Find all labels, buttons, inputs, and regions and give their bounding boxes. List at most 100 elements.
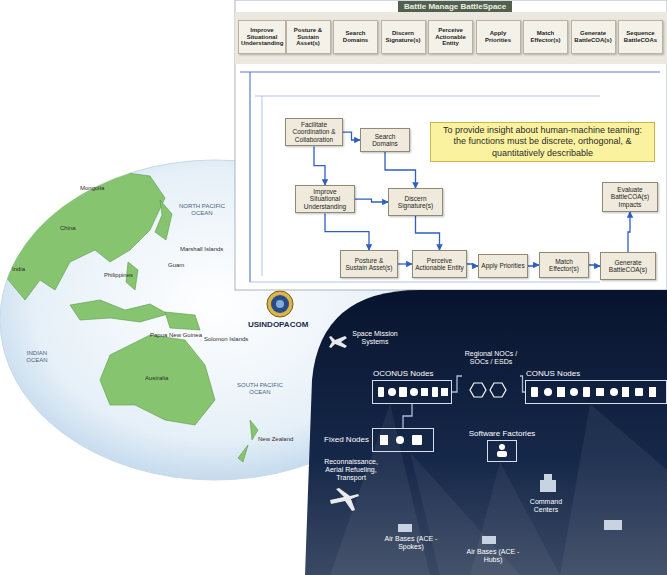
function-box: Search Domains xyxy=(333,20,378,54)
node-heading: Software Factories xyxy=(469,429,536,438)
function-diagram-panel-part xyxy=(250,282,600,283)
command-emblem-part xyxy=(271,295,289,313)
conus-icons-part xyxy=(635,388,643,396)
node-text: Posture & Sustain Asset(s) xyxy=(343,257,395,272)
map-land-part xyxy=(250,420,258,440)
map-label: Philippines xyxy=(104,272,133,278)
function-box: Generate BattleCOA(s) xyxy=(600,252,656,280)
conus-icons-part xyxy=(596,388,604,396)
fixed-node-icons-part xyxy=(412,435,422,445)
function-box: Discern Signature(s) xyxy=(388,188,443,216)
function-diagram-panel-part xyxy=(255,96,600,97)
network-label: Command Centers xyxy=(520,498,572,514)
node-heading: Fixed Nodes xyxy=(324,435,369,444)
node-text: Search Domains xyxy=(363,133,407,148)
flow-arrow xyxy=(416,216,440,250)
callout-note: To provide insight about human-machine t… xyxy=(430,122,655,162)
fixed-node-icons-part xyxy=(380,435,388,445)
software-factory-icon-part xyxy=(497,451,507,457)
conus-icons-part xyxy=(557,387,565,397)
flow-arrow xyxy=(398,263,412,264)
map-land-part xyxy=(0,168,165,300)
map-land xyxy=(0,168,258,462)
oconus-icons-part xyxy=(378,387,384,397)
node-text: Discern Signature(s) xyxy=(384,30,423,44)
map-land-part xyxy=(100,335,215,425)
software-factory-icon-part xyxy=(499,444,505,450)
flow-arrow xyxy=(628,212,630,252)
network-hub: Regional NOCs / SOCs / ESDs xyxy=(462,350,520,402)
function-box: Posture & Sustain Asset(s) xyxy=(286,20,331,54)
function-diagram-panel-part xyxy=(240,71,660,72)
function-box: Discern Signature(s) xyxy=(381,20,426,54)
regional-hexagons-part xyxy=(490,383,506,397)
node-text: Posture & Sustain Asset(s) xyxy=(289,27,328,48)
flow-arrow xyxy=(385,152,416,188)
ground-icons-part xyxy=(604,520,622,530)
map-label: Australia xyxy=(145,375,168,381)
node-text: Generate BattleCOA(s) xyxy=(574,30,613,44)
conus-icons xyxy=(531,387,656,397)
flow-arrow xyxy=(467,264,478,266)
node-text: Search Domains xyxy=(336,30,375,44)
conus-icons-part xyxy=(544,388,552,396)
flow-arrow xyxy=(343,132,360,140)
map-label: Solomon Islands xyxy=(204,336,248,342)
ground-icons-part xyxy=(482,536,496,544)
diagram-title: Battle Manage BattleSpace xyxy=(398,1,512,12)
function-box: Apply Priorities xyxy=(476,20,521,54)
node-text: Apply Priorities xyxy=(479,30,518,44)
map-label: Guam xyxy=(168,262,184,268)
command-name: USINDOPACOM xyxy=(248,320,308,329)
network-label: Air Bases (ACE - Spokes) xyxy=(380,535,442,551)
flow-arrow xyxy=(589,265,600,266)
node-text: Apply Priorities xyxy=(481,262,525,269)
function-diagram-panel-part xyxy=(235,12,667,64)
flow-arrow xyxy=(314,146,325,185)
function-box: Perceive Actionable Entity xyxy=(412,250,467,278)
network-label: Space Mission Systems xyxy=(350,330,400,346)
node-text: To provide insight about human-machine t… xyxy=(437,125,648,159)
map-land-part xyxy=(238,445,248,462)
fixed-node-icons xyxy=(380,435,422,445)
function-box: Posture & Sustain Asset(s) xyxy=(340,250,398,278)
function-box: Evaluate BattleCOA(s) Impacts xyxy=(602,182,658,212)
conus-icons-part xyxy=(531,387,538,397)
map-label: Papua New Guinea xyxy=(150,332,202,338)
flow-arrow xyxy=(355,199,388,202)
node-heading: OCONUS Nodes xyxy=(373,369,433,378)
network-node-box: CONUS Nodes xyxy=(525,380,667,404)
command-emblem-part xyxy=(276,300,284,308)
map-label: China xyxy=(60,225,76,231)
function-box: Search Domains xyxy=(360,128,410,152)
conus-icons-part xyxy=(649,387,656,397)
ground-icons-part xyxy=(544,474,552,480)
node-text: Generate BattleCOA(s) xyxy=(603,259,653,274)
function-box: Improve Situational Understanding xyxy=(238,20,286,54)
map-label: New Zealand xyxy=(258,436,293,442)
node-text: Discern Signature(s) xyxy=(391,195,440,210)
node-text: Improve Situational Understanding xyxy=(241,27,283,48)
map-land-part xyxy=(165,312,200,330)
network-panel xyxy=(305,290,667,575)
aircraft-icons-part xyxy=(330,488,359,511)
map-label: Mongolia xyxy=(80,185,104,191)
network-label: Air Bases (ACE - Hubs) xyxy=(462,548,524,564)
software-factory-icon xyxy=(497,444,507,457)
ocean-label: NORTH PACIFIC OCEAN xyxy=(178,203,226,217)
oconus-icons-part xyxy=(441,388,448,396)
network-node-box: OCONUS Nodes xyxy=(372,380,452,404)
network-panel-part xyxy=(470,462,560,575)
oconus-icons-part xyxy=(388,388,396,396)
ocean-label: INDIAN OCEAN xyxy=(22,350,52,364)
flow-arrow xyxy=(528,265,539,266)
function-box: Facilitate Coordination & Collaboration xyxy=(285,118,343,146)
node-text: Perceive Actionable Entity xyxy=(431,27,470,48)
function-box: Improve Situational Understanding xyxy=(295,185,355,213)
network-link xyxy=(452,376,462,392)
network-node-box: Software Factories xyxy=(487,440,517,462)
network-label: Reconnaissance, Aerial Refueling, Transp… xyxy=(318,458,384,482)
